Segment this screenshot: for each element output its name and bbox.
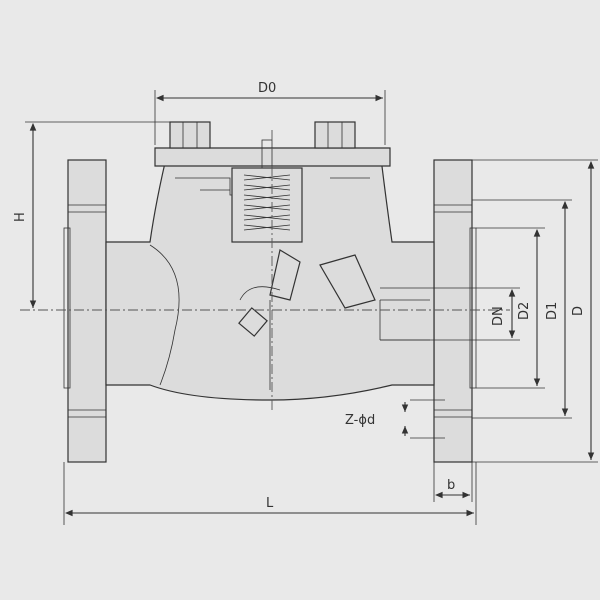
label-b: b (447, 478, 455, 493)
dimension-b: b (433, 462, 473, 502)
dimension-D2: D2 (476, 227, 545, 389)
label-DN: DN (491, 306, 506, 326)
label-L: L (266, 496, 274, 511)
label-H: H (13, 212, 28, 222)
label-D0: D0 (258, 81, 276, 96)
bonnet-nut-right (314, 121, 356, 149)
spring-assembly (231, 139, 303, 243)
bonnet-nut-left (169, 121, 211, 149)
disc-arm (238, 249, 376, 337)
left-flange (67, 159, 107, 463)
label-Z-phi-d: Z-ϕd (345, 413, 375, 428)
dimension-H: H (13, 121, 170, 308)
label-D2: D2 (517, 302, 532, 320)
dimension-L: L (63, 462, 477, 525)
right-flange (433, 159, 473, 463)
label-D: D (571, 306, 586, 316)
dimension-DN: DN (380, 287, 520, 341)
dimension-D0: D0 (154, 81, 386, 145)
dimension-D: D (472, 159, 598, 463)
dimension-D1: D1 (472, 199, 572, 419)
label-D1: D1 (545, 302, 560, 320)
bonnet (154, 147, 391, 167)
valve-body (63, 121, 477, 463)
dimension-Z-phi-d: Z-ϕd (345, 399, 445, 439)
